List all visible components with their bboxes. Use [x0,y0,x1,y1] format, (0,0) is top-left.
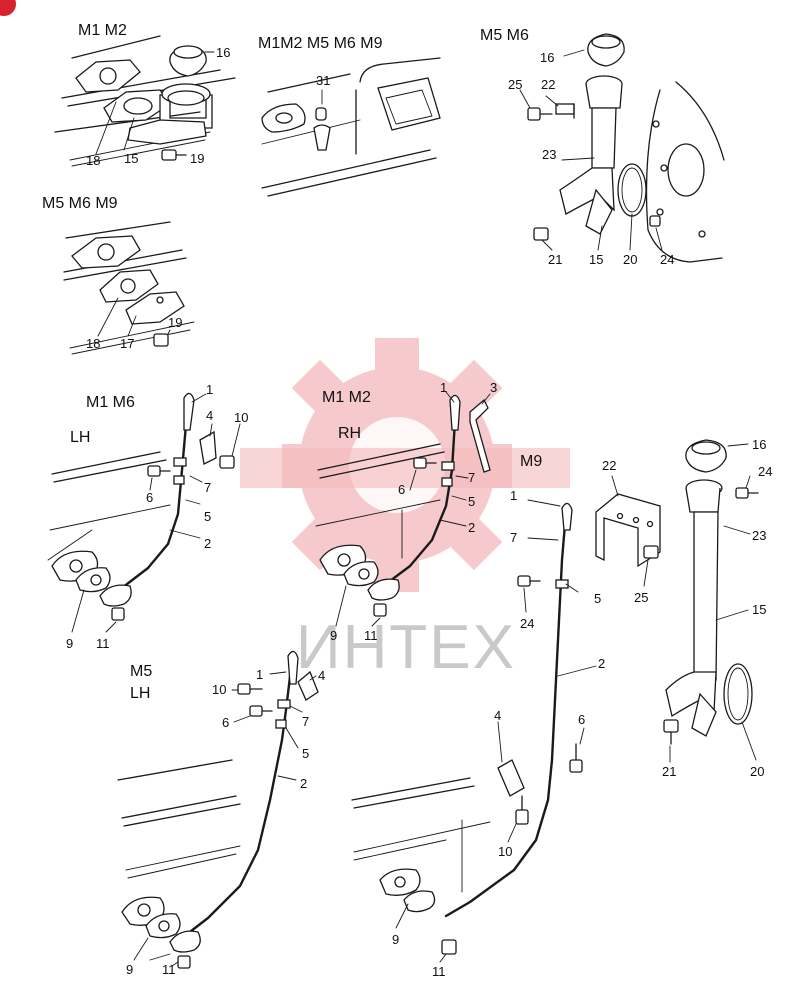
callout-1: 1 [440,380,447,395]
callout-18: 18 [86,153,100,168]
section-rh-m1-m2: M1 M2 RH 1 3 7 6 5 2 9 [315,380,497,643]
callout-4: 4 [206,408,213,423]
callout-2: 2 [204,536,211,551]
callout-24: 24 [660,252,674,267]
callout-11: 11 [432,964,446,979]
callout-22: 22 [602,458,616,473]
callout-16: 16 [216,45,230,60]
section-m9-filler: 16 24 23 15 21 20 [662,437,772,779]
callout-9: 9 [66,636,73,651]
callout-21: 21 [662,764,676,779]
callout-16: 16 [540,50,554,65]
section-title-top-left: M1 M2 [78,22,127,39]
callout-1: 1 [510,488,517,503]
callout-5: 5 [204,509,211,524]
callout-6: 6 [222,715,229,730]
callout-3: 3 [490,380,497,395]
callout-2: 2 [468,520,475,535]
callout-7: 7 [302,714,309,729]
callout-15: 15 [752,602,766,617]
section-title-m9: M9 [520,453,542,470]
callout-6: 6 [578,712,585,727]
callout-11: 11 [364,628,378,643]
corner-badge [0,0,16,16]
callout-4: 4 [318,668,325,683]
section-side-rh: RH [338,425,361,442]
callout-7: 7 [510,530,517,545]
section-top-middle: M1M2 M5 M6 M9 31 [258,35,441,197]
section-mid-left: M5 M6 M9 18 17 19 [42,195,195,355]
callout-6: 6 [146,490,153,505]
callout-9: 9 [330,628,337,643]
callout-2: 2 [300,776,307,791]
callout-9: 9 [126,962,133,977]
callout-9: 9 [392,932,399,947]
section-title-top-right: M5 M6 [480,27,529,44]
callout-1: 1 [256,667,263,682]
section-m5-lh: M5 LH 1 10 [117,650,325,977]
section-side-m5-lh: LH [130,685,150,702]
section-title-top-middle: M1M2 M5 M6 M9 [258,35,383,52]
callout-7: 7 [468,470,475,485]
section-title-rh-m1-m2: M1 M2 [322,389,371,406]
callout-19: 19 [190,151,204,166]
callout-6: 6 [398,482,405,497]
section-title-lh-m1-m6: M1 M6 [86,394,135,411]
section-side-lh: LH [70,429,90,446]
callout-17: 17 [120,336,134,351]
callout-23: 23 [752,528,766,543]
callout-16: 16 [752,437,766,452]
section-m9: M9 [351,453,661,979]
callout-4: 4 [494,708,501,723]
callout-31: 31 [316,73,330,88]
section-lh-m1-m6: M1 M6 LH 1 4 10 [47,382,248,651]
callout-24: 24 [758,464,772,479]
callout-25: 25 [634,590,648,605]
callout-5: 5 [302,746,309,761]
callout-7: 7 [204,480,211,495]
callout-10: 10 [212,682,226,697]
callout-15: 15 [124,151,138,166]
callout-20: 20 [750,764,764,779]
section-title-m5: M5 [130,663,152,680]
callout-23: 23 [542,147,556,162]
callout-2: 2 [598,656,605,671]
callout-20: 20 [623,252,637,267]
callout-10: 10 [234,410,248,425]
section-title-mid-left: M5 M6 M9 [42,195,118,212]
callout-25: 25 [508,77,522,92]
callout-21: 21 [548,252,562,267]
callout-15: 15 [589,252,603,267]
callout-22: 22 [541,77,555,92]
section-top-right: M5 M6 16 25 [480,27,725,267]
callout-11: 11 [162,962,176,977]
callout-11: 11 [96,636,110,651]
callout-1: 1 [206,382,213,397]
callout-5: 5 [594,591,601,606]
watermark-text: ИНТЕХ [296,613,516,682]
callout-18: 18 [86,336,100,351]
callout-5: 5 [468,494,475,509]
callout-10: 10 [498,844,512,859]
section-top-left: M1 M2 16 18 15 19 [54,22,236,168]
callout-24: 24 [520,616,534,631]
callout-19: 19 [168,315,182,330]
